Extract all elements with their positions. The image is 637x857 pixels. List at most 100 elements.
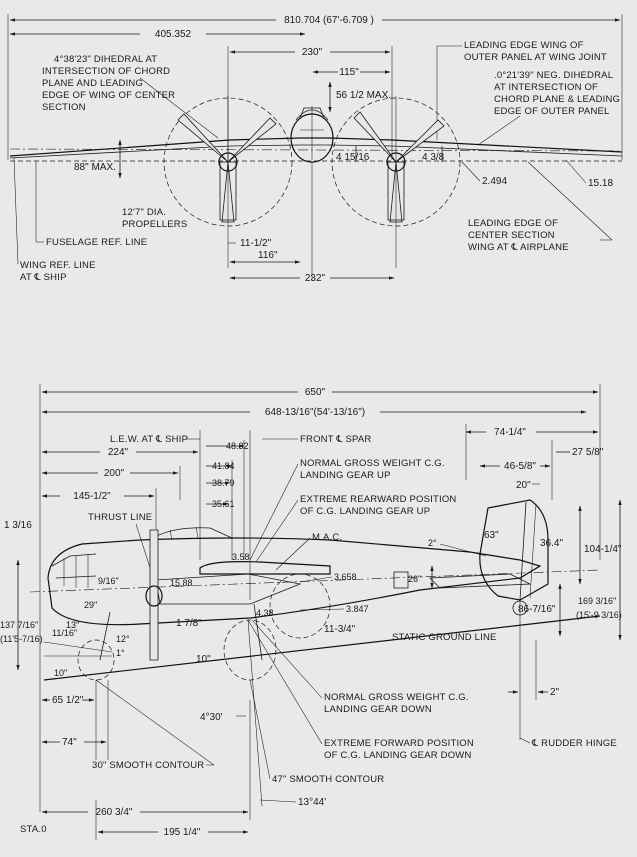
- dim-260: 260 3/4": [96, 807, 133, 818]
- svg-text:INTERSECTION OF CHORD: INTERSECTION OF CHORD: [42, 66, 170, 77]
- dim-230: 230": [302, 47, 323, 58]
- svg-text:LANDING GEAR UP: LANDING GEAR UP: [300, 470, 391, 481]
- dim-10a: 10": [54, 668, 67, 678]
- dim-115: 115": [339, 67, 359, 78]
- dim-56: 56 1/2 MAX.: [336, 90, 391, 101]
- dim-4184: 41.84: [212, 461, 235, 471]
- rudder-hinge-label: ℄ RUDDER HINGE: [531, 738, 617, 749]
- svg-text:OF C.G. LANDING GEAR UP: OF C.G. LANDING GEAR UP: [300, 506, 430, 517]
- dim-137b: (11'5-7/16): [0, 634, 43, 644]
- dim-10b: 10": [196, 654, 211, 665]
- dim-11-1-2: 11-1/2": [240, 238, 272, 249]
- left-propeller: [163, 96, 293, 268]
- fuselage-ref-label: FUSELAGE REF. LINE: [46, 237, 147, 248]
- dim-364: 36.4": [540, 538, 563, 549]
- side-view: 650" 648-13/16"(54'-13/16") L.E.W. AT ℄ …: [0, 384, 622, 840]
- dim-232: 232": [305, 273, 326, 284]
- leading-edge-outer-note: LEADING EDGE WING OF OUTER PANEL AT WING…: [464, 40, 607, 63]
- dim-1344: 13°44': [298, 797, 326, 808]
- lew-ship-label: L.E.W. AT ℄ SHIP: [110, 434, 188, 445]
- dim-116: 116": [258, 250, 278, 261]
- dim-2494: 2.494: [482, 176, 507, 187]
- svg-text:LEADING EDGE OF: LEADING EDGE OF: [468, 218, 558, 229]
- svg-text:EDGE OF OUTER PANEL: EDGE OF OUTER PANEL: [494, 106, 610, 117]
- extreme-forward-cg-note: EXTREME FORWARD POSITION OF C.G. LANDING…: [324, 738, 474, 761]
- svg-text:SECTION: SECTION: [42, 102, 86, 113]
- normal-cg-down-note: NORMAL GROSS WEIGHT C.G. LANDING GEAR DO…: [324, 692, 469, 715]
- svg-text:AT INTERSECTION OF: AT INTERSECTION OF: [494, 82, 598, 93]
- dim-1deg: 1°: [116, 648, 125, 658]
- wing-ref-note: WING REF. LINE AT ℄ SHIP: [20, 260, 96, 283]
- svg-text:LEADING EDGE WING OF: LEADING EDGE WING OF: [464, 40, 584, 51]
- dim-1-7-8: 1 7/8": [176, 618, 202, 629]
- front-spar-label: FRONT ℄ SPAR: [300, 434, 372, 445]
- svg-text:AT ℄ SHIP: AT ℄ SHIP: [20, 272, 67, 283]
- svg-text:PLANE AND LEADING: PLANE AND LEADING: [42, 78, 143, 89]
- neg-dihedral-note: .0°21'39" NEG. DIHEDRAL AT INTERSECTION …: [494, 70, 620, 117]
- front-fuselage: [290, 106, 334, 163]
- right-propeller: [331, 96, 461, 268]
- svg-text:NORMAL GROSS WEIGHT C.G.: NORMAL GROSS WEIGHT C.G.: [324, 692, 469, 703]
- dim-648: 648-13/16"(54'-13/16"): [265, 407, 365, 418]
- thrust-line-label: THRUST LINE: [88, 512, 152, 523]
- dim-2deg: 2°: [428, 538, 437, 548]
- dim-169b: (15'-9 3/16): [576, 610, 622, 620]
- dim-2in: 2": [550, 687, 560, 698]
- dim-4-3-8: 4 3/8: [422, 152, 445, 163]
- dim-3561: 35.61: [212, 499, 235, 509]
- svg-text:EDGE OF WING OF CENTER: EDGE OF WING OF CENTER: [42, 90, 175, 101]
- dim-224: 224": [108, 447, 129, 458]
- dim-4-15-16: 4 15/16: [336, 152, 370, 163]
- mac-label: M.A.C.: [312, 532, 342, 543]
- dim-1518: 15.18: [588, 178, 613, 189]
- dim-29: 29": [84, 600, 97, 610]
- smooth47-label: 47" SMOOTH CONTOUR: [272, 774, 384, 785]
- svg-text:NORMAL GROSS WEIGHT C.G.: NORMAL GROSS WEIGHT C.G.: [300, 458, 445, 469]
- dim-13: 13": [66, 620, 79, 630]
- dim-65: 65 1/2": [52, 695, 84, 706]
- dim-63: 63": [484, 530, 499, 541]
- dim-3847: 3.847: [346, 604, 369, 614]
- dim-27: 27 5/8": [572, 447, 604, 458]
- dim-1588: 15.88: [170, 578, 193, 588]
- dim-200: 200": [104, 468, 125, 479]
- svg-text:WING AT ℄ AIRPLANE: WING AT ℄ AIRPLANE: [468, 242, 569, 253]
- dim-9-16: 9/16": [98, 576, 119, 586]
- dim-3658: 3.658: [334, 572, 357, 582]
- front-view: 810.704 (67'-6.709 ) 405.352 230" 115" 5…: [7, 14, 623, 284]
- dim-86: 86-7/16": [518, 604, 556, 615]
- svg-text:4°38'23" DIHEDRAL AT: 4°38'23" DIHEDRAL AT: [54, 54, 157, 65]
- svg-text:12'7" DIA.: 12'7" DIA.: [122, 207, 166, 218]
- svg-text:CHORD PLANE & LEADING: CHORD PLANE & LEADING: [494, 94, 620, 105]
- dim-145: 145-1/2": [73, 491, 111, 502]
- dim-88: 88" MAX.: [74, 162, 116, 173]
- dim-4832: 48.32: [226, 441, 249, 451]
- front-wing: [9, 137, 623, 162]
- extreme-rear-cg-note: EXTREME REARWARD POSITION OF C.G. LANDIN…: [300, 494, 456, 517]
- svg-text:EXTREME FORWARD POSITION: EXTREME FORWARD POSITION: [324, 738, 474, 749]
- dim-26: 26": [408, 574, 421, 584]
- svg-text:OUTER PANEL AT WING JOINT: OUTER PANEL AT WING JOINT: [464, 52, 607, 63]
- dim-104: 104-1/4": [584, 544, 622, 555]
- svg-text:OF C.G. LANDING GEAR DOWN: OF C.G. LANDING GEAR DOWN: [324, 750, 472, 761]
- dim-358: 3.58: [232, 552, 250, 562]
- dihedral-center-note: 4°38'23" DIHEDRAL AT INTERSECTION OF CHO…: [42, 54, 175, 113]
- propellers-note: 12'7" DIA. PROPELLERS: [122, 207, 187, 230]
- static-ground-label: STATIC GROUND LINE: [392, 632, 497, 643]
- svg-text:CENTER SECTION: CENTER SECTION: [468, 230, 555, 241]
- dim-650: 650": [305, 387, 326, 398]
- svg-text:WING REF. LINE: WING REF. LINE: [20, 260, 96, 271]
- overall-span-label: 810.704 (67'-6.709 ): [284, 15, 374, 26]
- dim-74: 74": [62, 737, 77, 748]
- dim-20: 20": [516, 480, 531, 491]
- half-span-label: 405.352: [155, 29, 192, 40]
- dim-3879: 38.79: [212, 478, 235, 488]
- normal-cg-up-note: NORMAL GROSS WEIGHT C.G. LANDING GEAR UP: [300, 458, 445, 481]
- svg-text:.0°21'39" NEG. DIHEDRAL: .0°21'39" NEG. DIHEDRAL: [494, 70, 613, 81]
- dim-74-1-4: 74-1/4": [494, 427, 526, 438]
- dim-137: 137 7/16": [0, 620, 38, 630]
- dim-430: 4°30': [200, 712, 223, 723]
- svg-text:LANDING GEAR DOWN: LANDING GEAR DOWN: [324, 704, 432, 715]
- leading-edge-center-note: LEADING EDGE OF CENTER SECTION WING AT ℄…: [468, 218, 569, 253]
